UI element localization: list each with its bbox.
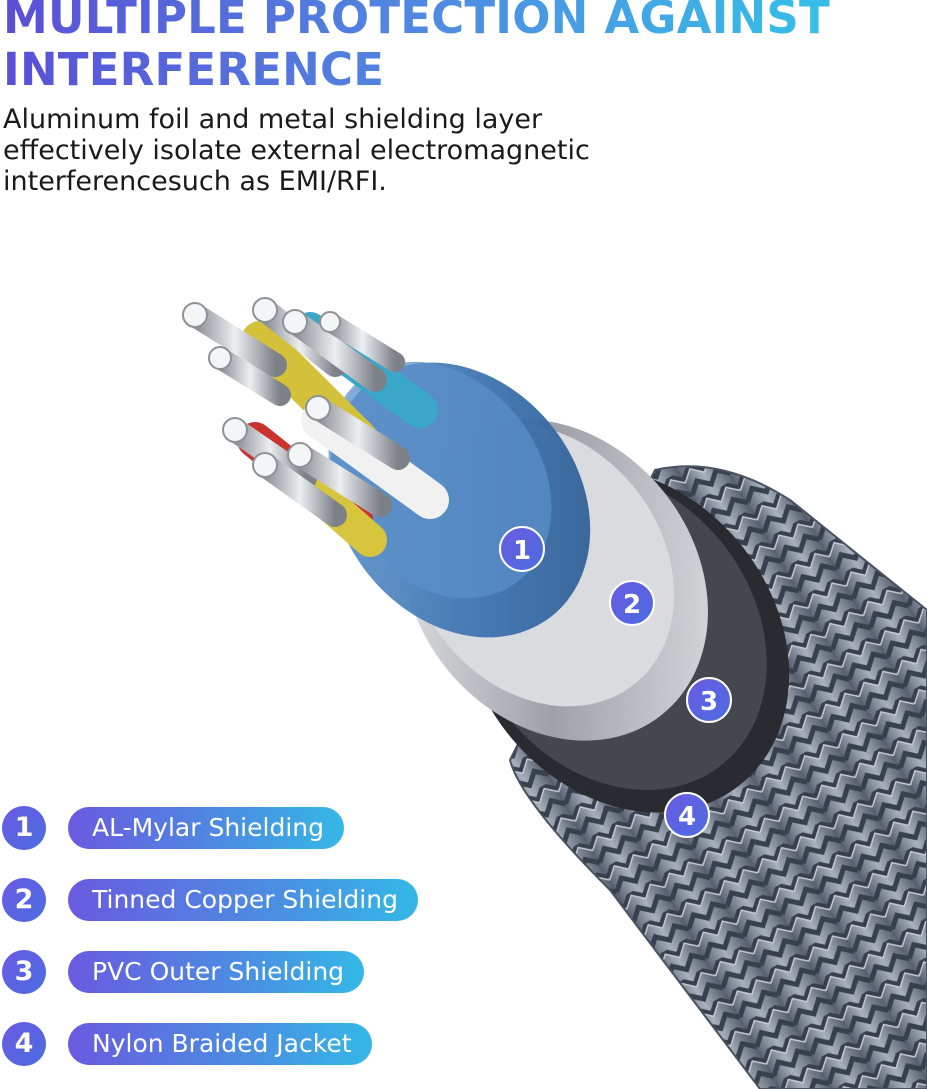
legend-label-1: AL-Mylar Shielding xyxy=(68,807,344,849)
marker-3-label: 3 xyxy=(700,687,718,717)
marker-4: 4 xyxy=(664,792,710,838)
legend-number-1: 1 xyxy=(2,806,46,850)
description-line-3: interferencesuch as EMI/RFI. xyxy=(3,166,387,197)
inner-wires xyxy=(182,297,449,557)
description: Aluminum foil and metal shielding layer … xyxy=(3,104,703,197)
marker-2: 2 xyxy=(609,580,655,626)
description-line-1: Aluminum foil and metal shielding layer xyxy=(3,104,543,135)
legend-number-2: 2 xyxy=(2,878,46,922)
legend-label-4: Nylon Braided Jacket xyxy=(68,1023,372,1065)
marker-4-label: 4 xyxy=(678,802,696,832)
marker-1: 1 xyxy=(499,526,545,572)
legend-number-3: 3 xyxy=(2,950,46,994)
description-line-2: effectively isolate external electromagn… xyxy=(3,135,590,166)
marker-3: 3 xyxy=(686,677,732,723)
marker-1-label: 1 xyxy=(513,536,531,566)
legend-label-3: PVC Outer Shielding xyxy=(68,951,365,993)
legend-label-2: Tinned Copper Shielding xyxy=(68,879,418,921)
marker-2-label: 2 xyxy=(623,590,641,620)
legend-number-4: 4 xyxy=(2,1022,46,1066)
